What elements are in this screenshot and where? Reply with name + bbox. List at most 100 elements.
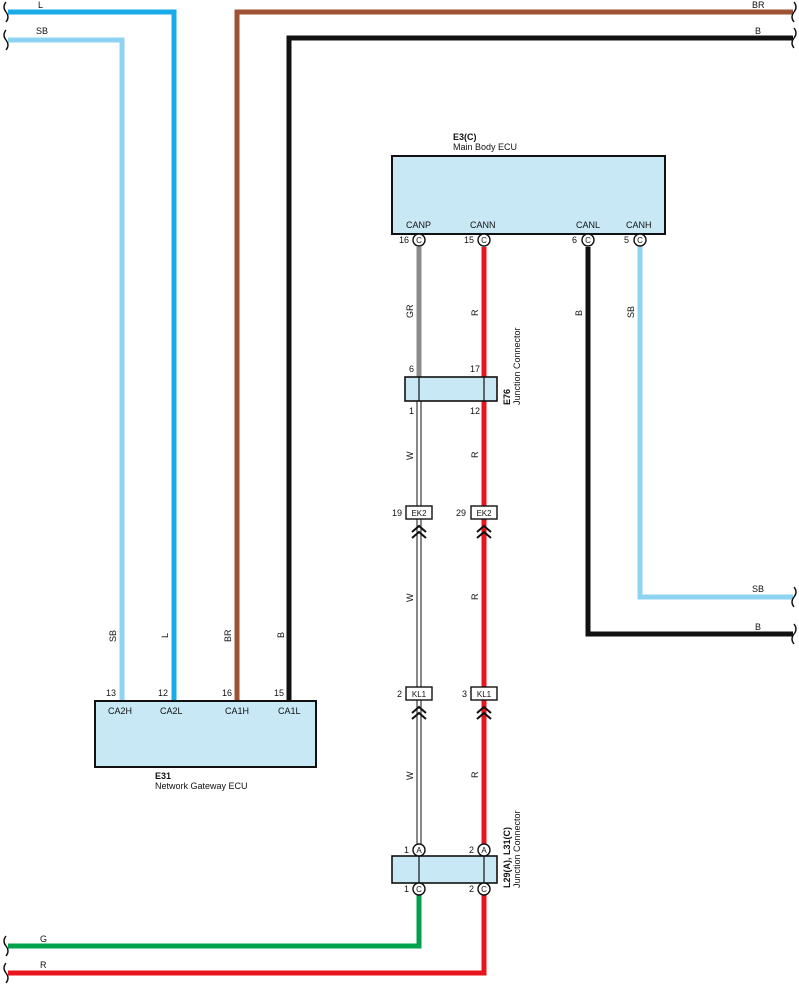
pin-label: CANN <box>470 220 496 230</box>
connector-chevron-icon <box>476 705 492 720</box>
wire-break-icon <box>791 27 797 49</box>
connector-name: KL1 <box>412 690 427 699</box>
pin-number: 2 <box>469 845 474 855</box>
wire-label-canp-gr: GR <box>405 304 415 318</box>
wire-g <box>8 889 422 949</box>
pin-label: CANL <box>576 220 600 230</box>
wire-b <box>286 35 793 701</box>
pin-shape: A <box>416 846 422 855</box>
network-gateway-ecu: 13 12 16 15 CA2H CA2L CA1H CA1L E31 Netw… <box>94 688 317 791</box>
connector-name: EK2 <box>411 509 427 518</box>
ecu-name: Main Body ECU <box>453 142 517 152</box>
pin-shape: C <box>585 236 591 245</box>
wire-l <box>8 9 177 701</box>
pin-shape: C <box>416 885 422 894</box>
pin-number: 3 <box>462 689 467 699</box>
pin-number: 12 <box>470 406 480 416</box>
pin-number: 15 <box>464 235 474 245</box>
junction-box <box>404 376 498 402</box>
pin-label: CA2L <box>160 706 183 716</box>
wire-r <box>8 247 487 976</box>
wire-label-gw-b: B <box>276 632 286 638</box>
junction-name: Junction Connector <box>512 810 522 888</box>
connector-box <box>405 505 433 520</box>
wire-label-canl-b: B <box>574 310 584 316</box>
junction-box <box>391 855 498 884</box>
wire-label-gw-br: BR <box>223 629 233 642</box>
wire-break-icon <box>3 962 9 984</box>
pin-circle <box>633 233 647 247</box>
wire-label-canh-sb: SB <box>626 306 636 318</box>
pin-number: 1 <box>404 884 409 894</box>
wire-break-icon <box>791 623 797 645</box>
main-body-ecu: E3(C) Main Body ECU CANP CANN CANL CANH … <box>391 132 666 247</box>
pin-number: 19 <box>392 508 402 518</box>
wire-label-w2: W <box>405 593 415 602</box>
wire-label-cann-r: R <box>470 309 480 316</box>
ecu-box <box>94 700 317 768</box>
wire-b-canl <box>585 247 793 637</box>
wire-label-r3: R <box>470 771 480 778</box>
wire-label-r: R <box>40 960 47 970</box>
wire-label-gw-sb: SB <box>108 630 118 642</box>
pin-shape: C <box>637 236 643 245</box>
pin-number: 12 <box>158 688 168 698</box>
pin-number: 2 <box>397 689 402 699</box>
wire-label-br: BR <box>752 0 765 10</box>
junction-connector-e76: 6 17 1 12 E76 Junction Connector <box>404 327 522 416</box>
wire-br <box>234 9 793 701</box>
junction-code: E76 <box>502 389 512 405</box>
pin-circle <box>477 843 491 857</box>
pin-number: 17 <box>470 364 480 374</box>
wire-break-icon <box>3 935 9 957</box>
wire-label-b: B <box>755 26 761 36</box>
wire-label-r1: R <box>470 451 480 458</box>
pin-number: 1 <box>404 845 409 855</box>
pin-number: 2 <box>469 884 474 894</box>
wire-label-gw-l: L <box>160 633 170 638</box>
pin-label: CANP <box>406 220 431 230</box>
wire-break-icon <box>791 1 797 23</box>
pin-number: 15 <box>274 688 284 698</box>
pin-circle <box>581 233 595 247</box>
wire-label-l: L <box>38 0 43 10</box>
wire-break-icon <box>3 1 9 23</box>
wire-label-b-right: B <box>755 622 761 632</box>
pin-shape: C <box>481 236 487 245</box>
pin-shape: A <box>481 846 487 855</box>
pin-label: CA2H <box>108 706 132 716</box>
connector-box <box>470 505 498 520</box>
wire-label-w3: W <box>405 771 415 780</box>
ecu-name: Network Gateway ECU <box>155 781 248 791</box>
pin-number: 16 <box>399 235 409 245</box>
connector-chevron-icon <box>476 524 492 539</box>
pin-circle <box>477 233 491 247</box>
pin-number: 5 <box>624 235 629 245</box>
junction-code: L29(A), L31(C) <box>502 827 512 888</box>
junction-connector-l29-l31: A 1 A 2 C 1 C 2 L29(A), L31(C) Junction … <box>391 810 522 896</box>
pin-number: 6 <box>572 235 577 245</box>
wire-sb <box>8 37 125 701</box>
ecu-code: E3(C) <box>453 132 477 142</box>
wire-label-g: G <box>40 934 47 944</box>
pin-shape: C <box>481 885 487 894</box>
junction-name: Junction Connector <box>512 327 522 405</box>
pin-shape: C <box>416 236 422 245</box>
wire-break-icon <box>3 29 9 51</box>
wire-label-sb: SB <box>36 26 48 36</box>
pin-number: 16 <box>222 688 232 698</box>
connector-box <box>470 686 498 701</box>
pin-label: CA1H <box>225 706 249 716</box>
ecu-code: E31 <box>155 771 171 781</box>
connector-box <box>405 686 433 701</box>
ecu-box <box>391 155 666 235</box>
pin-circle <box>412 233 426 247</box>
pin-circle <box>412 882 426 896</box>
wire-label-sb-right: SB <box>752 584 764 594</box>
wire-sb-canh <box>637 247 793 600</box>
connector-chevron-icon <box>411 705 427 720</box>
pin-number: 6 <box>409 364 414 374</box>
wire-label-w1: W <box>405 451 415 460</box>
connector-kl1: KL1 2 KL1 3 <box>397 686 498 720</box>
